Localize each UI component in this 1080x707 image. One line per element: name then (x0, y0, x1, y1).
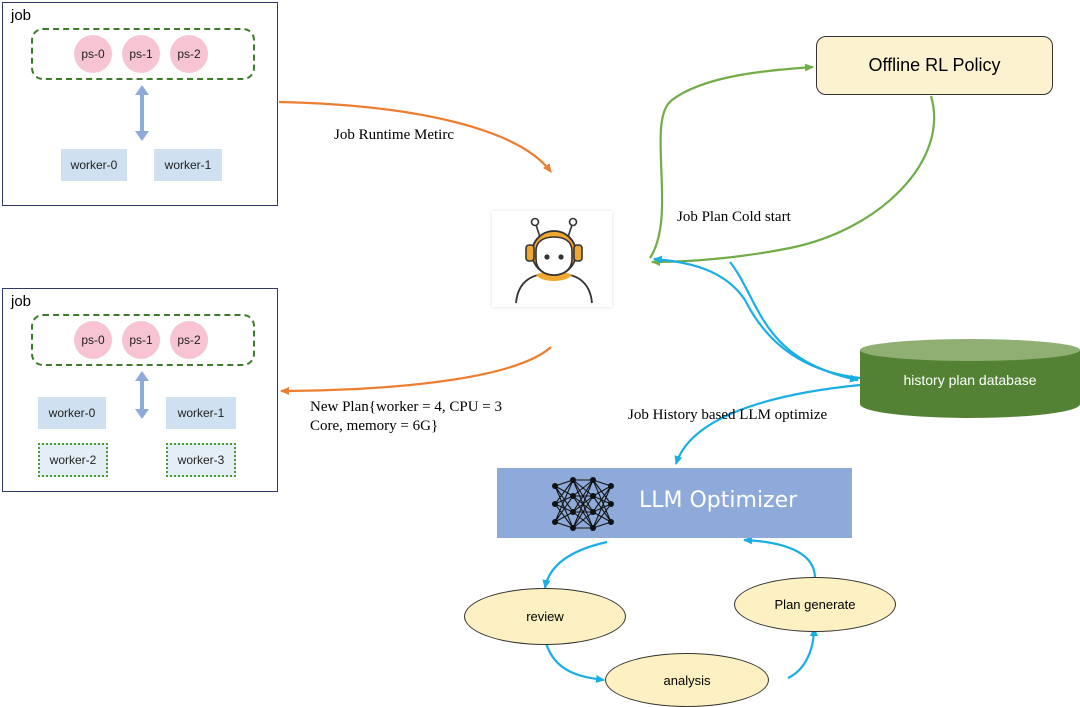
plan-generate-step: Plan generate (734, 577, 896, 632)
agent-to-db-arrow (729, 261, 859, 383)
new-plan-label-line2: Core, memory = 6G} (310, 418, 439, 434)
offline-rl-policy-box: Offline RL Policy (816, 36, 1053, 95)
llm-optimizer-box: LLM Optimizer (497, 468, 852, 538)
worker-node: worker-0 (38, 397, 106, 429)
history-database-label: history plan database (903, 372, 1037, 388)
runtime-metric-arrow (278, 100, 552, 173)
job-title: job (11, 293, 32, 310)
db-to-agent-arrow (653, 255, 861, 380)
ps-worker-link-icon (135, 371, 149, 419)
review-step: review (464, 588, 626, 645)
cold-start-down-arrow (651, 95, 936, 266)
ps-node: ps-2 (170, 35, 208, 73)
db-to-llm-arrow (674, 383, 861, 465)
plan-to-llm-arrow (743, 536, 817, 579)
worker-node: worker-1 (166, 397, 236, 429)
cold-start-up-arrow (649, 63, 814, 259)
llm-optimizer-label: LLM Optimizer (639, 488, 798, 513)
robot-agent-icon (515, 217, 593, 304)
review-to-analysis-arrow (544, 642, 605, 683)
ps-node: ps-1 (122, 35, 160, 73)
ps-group: ps-0 ps-1 ps-2 (31, 314, 255, 366)
job-box-current: job ps-0 ps-1 ps-2 worker-0 worker-1 (2, 2, 278, 206)
job-box-new-plan: job ps-0 ps-1 ps-2 worker-0 worker-1 wor… (2, 288, 278, 492)
agent-card (492, 211, 612, 307)
llm-to-review-arrow (542, 540, 608, 589)
ps-group: ps-0 ps-1 ps-2 (31, 28, 255, 80)
runtime-metric-label: Job Runtime Metirc (334, 127, 454, 143)
ps-node: ps-1 (122, 321, 160, 359)
new-worker-node: worker-2 (38, 443, 108, 477)
ps-node: ps-2 (170, 321, 208, 359)
new-plan-arrow (280, 346, 552, 395)
neural-network-icon (552, 477, 614, 531)
analysis-to-plan-arrow (787, 627, 818, 679)
analysis-step: analysis (605, 653, 769, 707)
history-optimize-label: Job History based LLM optimize (628, 407, 828, 423)
worker-node: worker-1 (154, 149, 222, 181)
job-title: job (11, 7, 32, 24)
cold-start-label: Job Plan Cold start (677, 209, 791, 225)
worker-node: worker-0 (61, 149, 127, 181)
new-worker-node: worker-3 (166, 443, 236, 477)
ps-node: ps-0 (74, 321, 112, 359)
ps-node: ps-0 (74, 35, 112, 73)
new-plan-label-line1: New Plan{worker = 4, CPU = 3 (310, 399, 503, 415)
ps-worker-link-icon (135, 85, 149, 141)
history-database-icon (860, 339, 1080, 418)
